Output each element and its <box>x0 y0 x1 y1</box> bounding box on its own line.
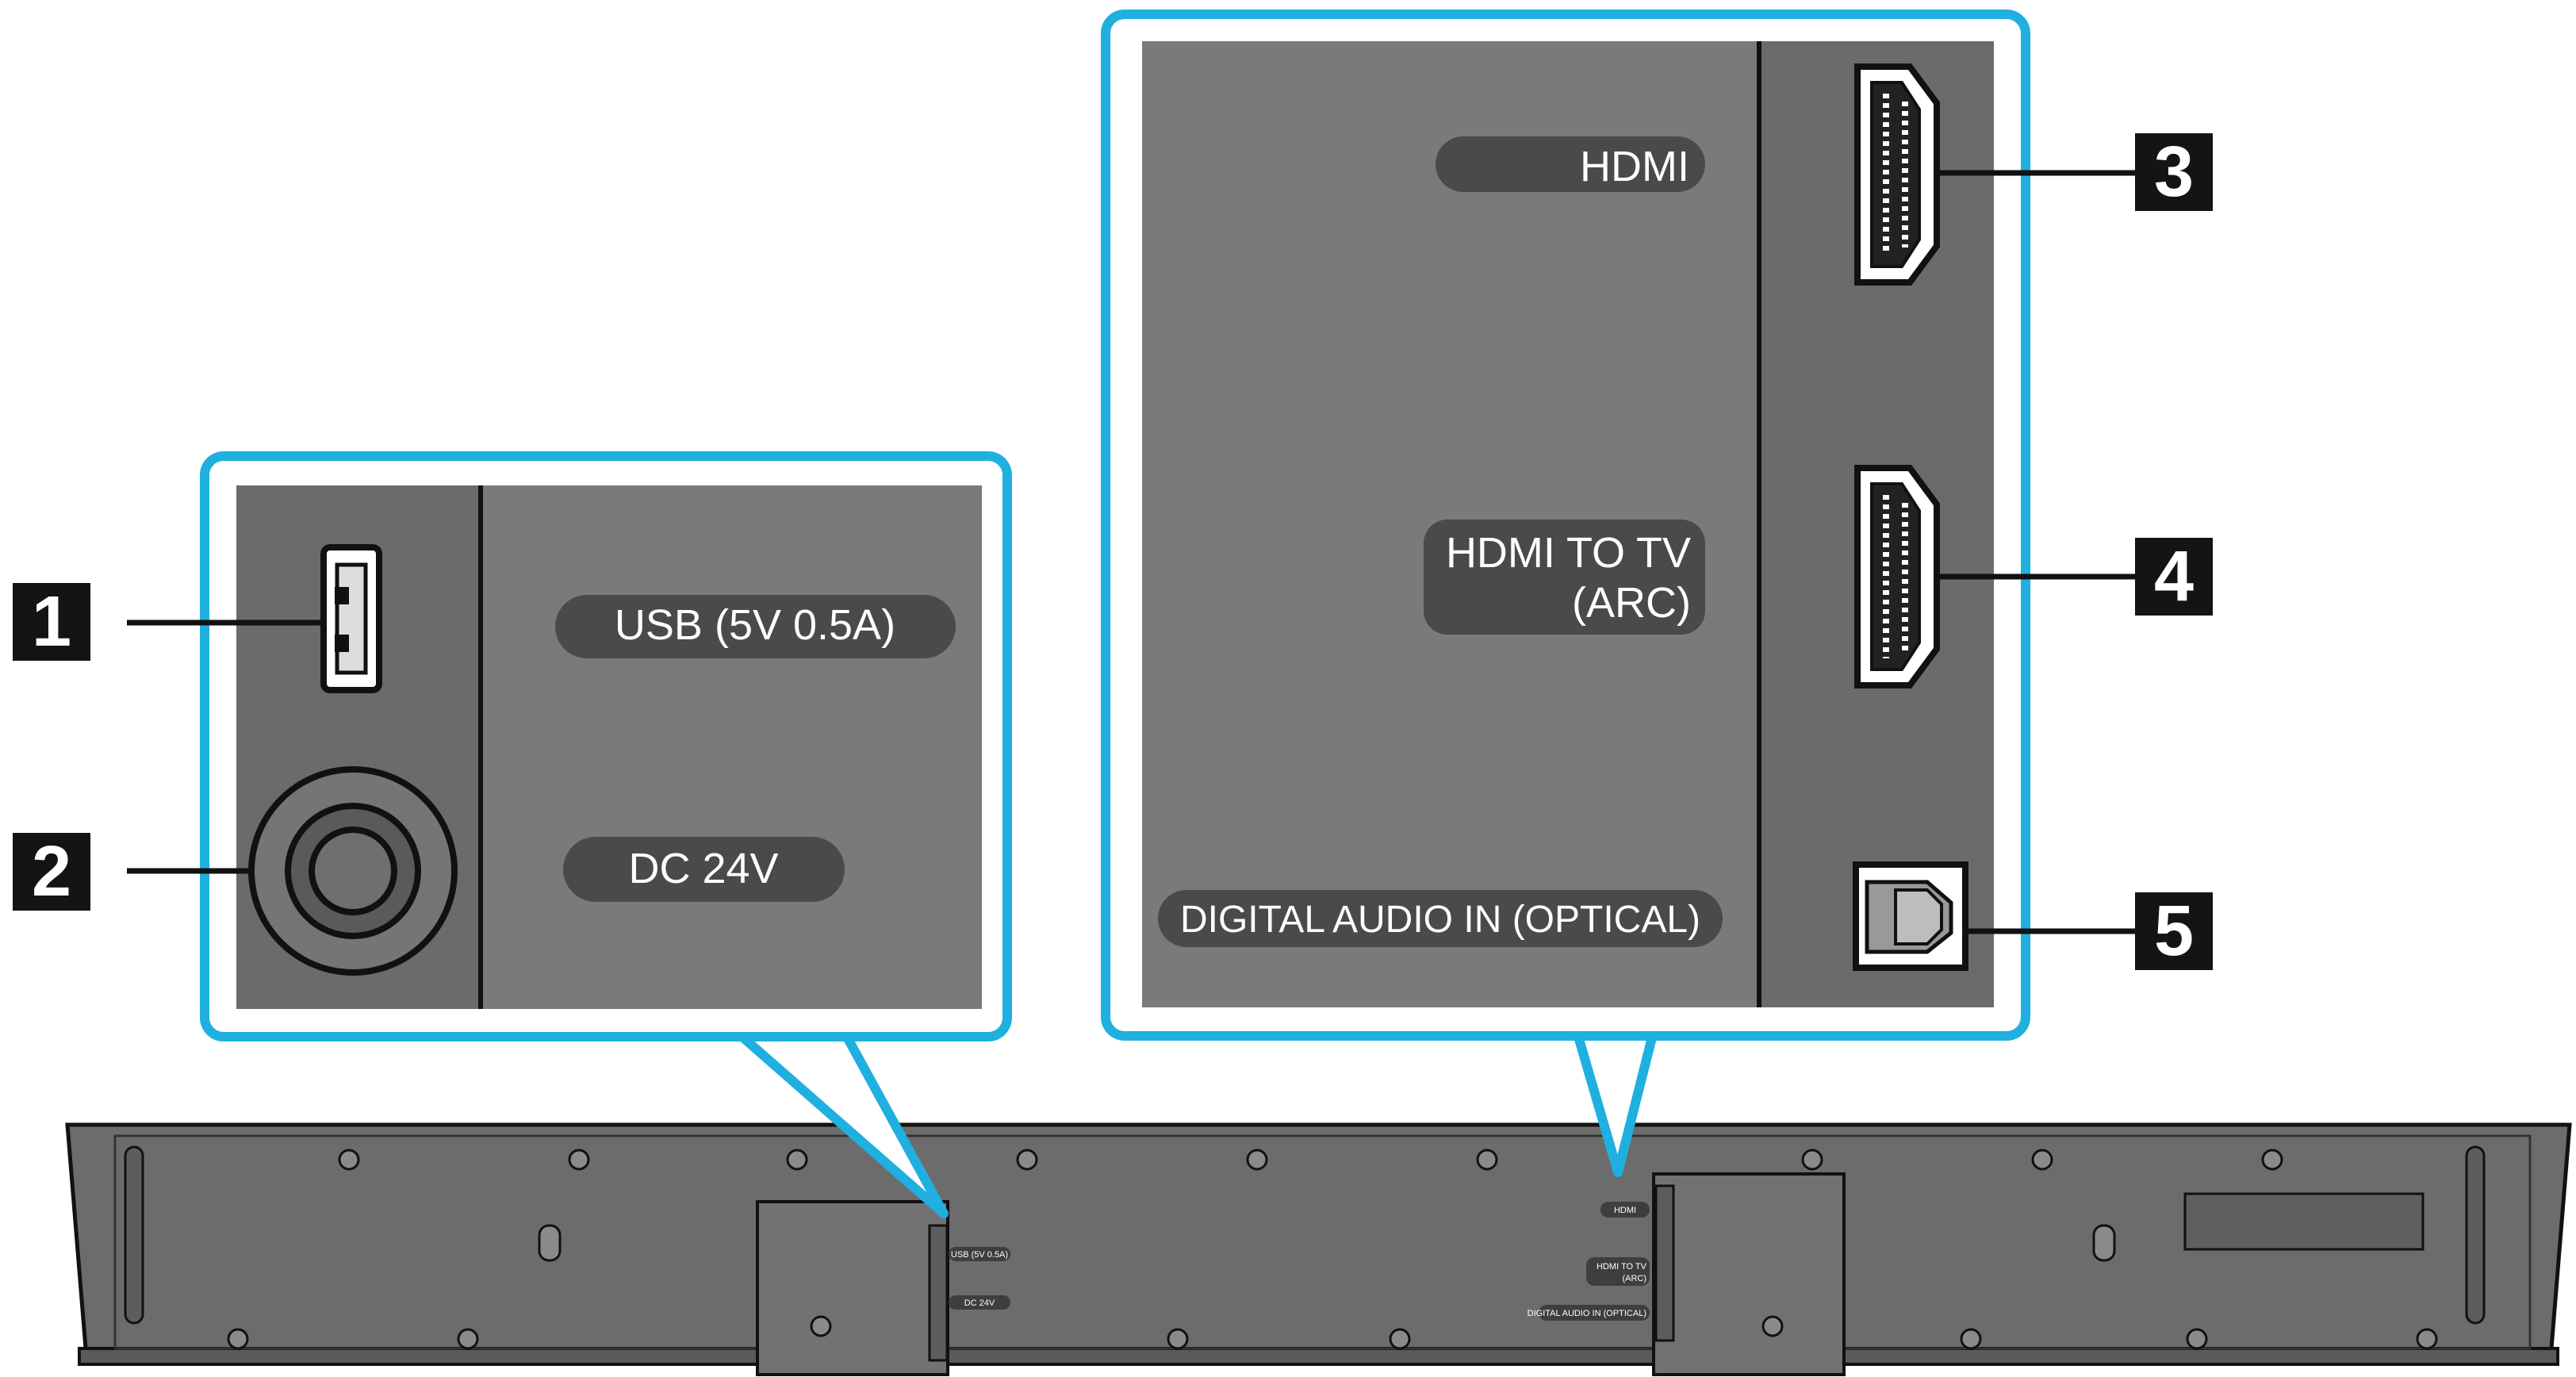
callout-1-text: 1 <box>32 582 71 662</box>
callout-5: 5 <box>2135 892 2213 971</box>
usb-label-pill <box>555 595 956 658</box>
dc-label-text: DC 24V <box>628 845 778 892</box>
soundbar-usb-label: USB (5V 0.5A) <box>951 1250 1008 1260</box>
optical-label-pill <box>1158 890 1723 947</box>
callout-2-text: 2 <box>32 832 71 911</box>
hdmi-to-tv-label-pill <box>1424 520 1705 635</box>
hdmi-to-tv-arc-port <box>1854 465 1940 688</box>
callout-5-text: 5 <box>2154 892 2194 971</box>
hdmi-label-pill <box>1436 136 1705 192</box>
callout-2: 2 <box>13 832 90 911</box>
hdmi-label-text: HDMI <box>1580 143 1689 190</box>
rating-label-area <box>2183 1192 2425 1251</box>
soundbar-dc-label: DC 24V <box>964 1298 995 1308</box>
soundbar-hdmi-label: HDMI <box>1614 1206 1636 1215</box>
soundbar-hdmi-to-tv-label-line1: HDMI TO TV <box>1597 1262 1647 1272</box>
soundbar-body: USB (5V 0.5A) DC 24V HDMI HDMI TO TV (AR… <box>65 1122 2572 1376</box>
dc-power-jack <box>248 766 458 976</box>
dc-label-pill <box>563 837 845 902</box>
right-zoom-panel: HDMI HDMI TO TV (ARC) DIGITAL AUDIO IN (… <box>1101 10 2030 1177</box>
callout-1: 1 <box>13 582 90 662</box>
left-zoom-pointer <box>734 1029 949 1218</box>
callout-leader-lines <box>127 170 2135 934</box>
left-zoom-panel: USB (5V 0.5A) DC 24V <box>200 451 1012 1218</box>
usb-label-text: USB (5V 0.5A) <box>615 601 895 649</box>
optical-label-text: DIGITAL AUDIO IN (OPTICAL) <box>1180 899 1700 941</box>
hdmi-to-tv-label-line1: HDMI TO TV <box>1446 529 1691 577</box>
optical-port <box>1853 861 1968 971</box>
keyhole-slots <box>538 1224 2116 1262</box>
callout-3: 3 <box>2135 132 2213 212</box>
hdmi-to-tv-label-line2: (ARC) <box>1572 579 1691 627</box>
usb-port <box>320 544 382 693</box>
hdmi-port <box>1854 63 1940 286</box>
soundbar-optical-label: DIGITAL AUDIO IN (OPTICAL) <box>1528 1309 1646 1318</box>
mounting-holes <box>227 1149 2438 1350</box>
right-zoom-pointer <box>1572 1030 1658 1177</box>
soundbar-hdmi-to-tv-label-line2: (ARC) <box>1622 1274 1646 1283</box>
callout-4: 4 <box>2135 537 2213 616</box>
callout-4-text: 4 <box>2154 537 2194 616</box>
callout-3-text: 3 <box>2154 132 2194 212</box>
